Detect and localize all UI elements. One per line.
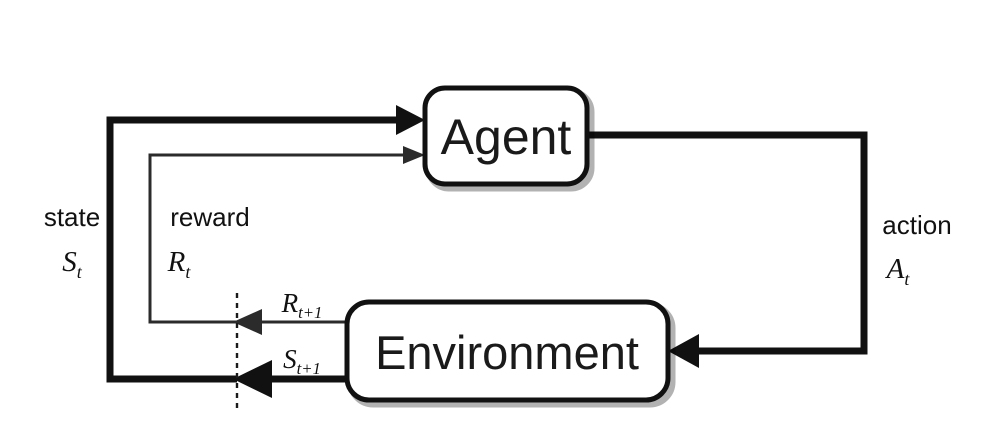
action-symbol-label: At (885, 253, 911, 289)
agent-box[interactable] (422, 85, 590, 187)
reward-next-symbol-sub: t+1 (298, 303, 322, 322)
state-symbol-sub: t (77, 262, 83, 282)
state-next-symbol-sub: t+1 (297, 359, 321, 378)
action-symbol-base: A (885, 253, 905, 285)
agent-label: Agent (441, 109, 572, 165)
state-symbol-base: S (62, 246, 77, 278)
edge-state-next-path (233, 360, 347, 398)
edge-reward-next-path (233, 309, 347, 335)
environment-label: Environment (375, 326, 639, 379)
environment-box[interactable] (344, 299, 671, 403)
reward-next-symbol-base: R (281, 288, 299, 318)
state-next-symbol-base: S (283, 344, 297, 374)
action-symbol-sub: t (904, 269, 910, 289)
edge-label-action: action At (882, 210, 951, 289)
state-symbol-label: St (62, 246, 83, 282)
edge-reward-path (148, 146, 425, 324)
edge-state-path (106, 105, 425, 383)
state-next-symbol-label: St+1 (283, 344, 321, 378)
reward-symbol-sub: t (185, 262, 191, 282)
action-name-label: action (882, 210, 951, 240)
arrowhead-state-next (233, 360, 272, 398)
edge-action-path (587, 131, 868, 368)
node-agent[interactable]: Agent (422, 85, 595, 192)
reward-next-symbol-label: Rt+1 (281, 288, 323, 322)
arrowhead-reward-into-agent (403, 146, 425, 164)
state-name-label: state (44, 202, 100, 232)
arrowhead-state-into-agent (396, 105, 425, 135)
arrowhead-reward-next (233, 309, 262, 335)
reward-symbol-label: Rt (167, 246, 192, 282)
reward-name-label: reward (170, 202, 249, 232)
reward-symbol-base: R (167, 246, 186, 278)
arrowhead-action-into-environment (668, 334, 699, 368)
node-environment[interactable]: Environment (344, 299, 676, 408)
edge-label-state: state St (44, 202, 100, 282)
edge-label-reward: reward Rt (167, 202, 250, 282)
